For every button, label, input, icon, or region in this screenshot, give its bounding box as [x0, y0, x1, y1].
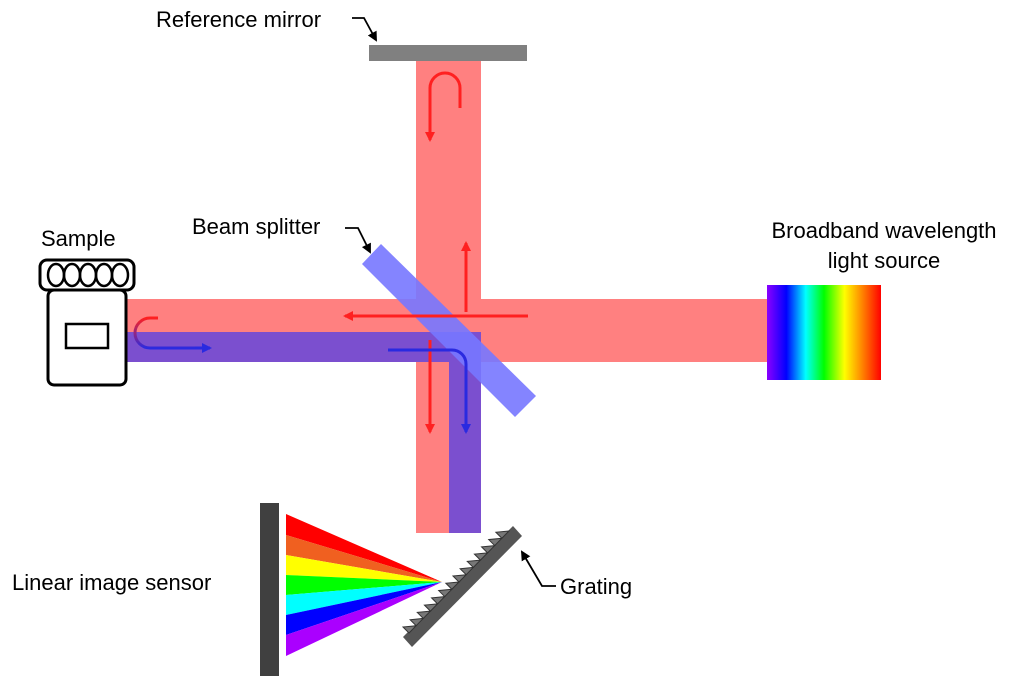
linear-image-sensor — [260, 503, 279, 676]
dispersed-band — [286, 575, 442, 595]
grating-tooth — [444, 581, 461, 590]
grating-tooth — [480, 544, 497, 554]
grating-tooth — [437, 588, 454, 598]
grating-label: Grating — [560, 574, 632, 599]
reference-mirror-label: Reference mirror — [156, 7, 321, 32]
sample-label: Sample — [41, 226, 116, 251]
grating — [401, 526, 522, 647]
dispersed-spectrum — [286, 514, 442, 656]
grating-tooth — [459, 566, 475, 576]
grating-tooth — [466, 559, 482, 569]
dispersed-band — [286, 514, 442, 582]
beam-splitter — [362, 244, 536, 417]
grating-leader — [520, 550, 556, 587]
grating-base — [403, 526, 522, 647]
linear-image-sensor-label: Linear image sensor — [12, 570, 211, 595]
light-source-label-line2: light source — [828, 248, 941, 273]
mirror-return-arrow — [428, 71, 462, 108]
sample-return-arrow — [133, 316, 205, 350]
sample — [38, 258, 136, 387]
reference-mirror — [369, 45, 527, 61]
leader-lines — [345, 17, 556, 587]
blue-splitter-arrow — [388, 348, 471, 434]
beam-splitter-leader — [345, 227, 371, 254]
sample-window — [64, 322, 110, 350]
light-source — [767, 285, 881, 380]
reference-mirror-leader — [352, 17, 377, 42]
beam-splitter-label: Beam splitter — [192, 214, 320, 239]
grating-teeth — [401, 530, 511, 634]
beam-arrows — [133, 71, 528, 434]
sample-cap-ridge — [110, 262, 130, 288]
grating-tooth — [430, 595, 447, 605]
grating-tooth — [409, 617, 425, 627]
grating-tooth — [423, 603, 439, 612]
grating-tooth — [416, 610, 432, 620]
light-source-label-line1: Broadband wavelength — [771, 218, 996, 243]
dispersed-band — [286, 582, 442, 656]
grating-tooth — [487, 537, 504, 547]
dispersed-band — [286, 535, 442, 582]
grating-tooth — [473, 552, 489, 561]
grating-tooth — [494, 530, 511, 539]
grating-tooth — [451, 574, 468, 583]
grating-tooth — [401, 625, 418, 634]
dispersed-band — [286, 555, 442, 582]
